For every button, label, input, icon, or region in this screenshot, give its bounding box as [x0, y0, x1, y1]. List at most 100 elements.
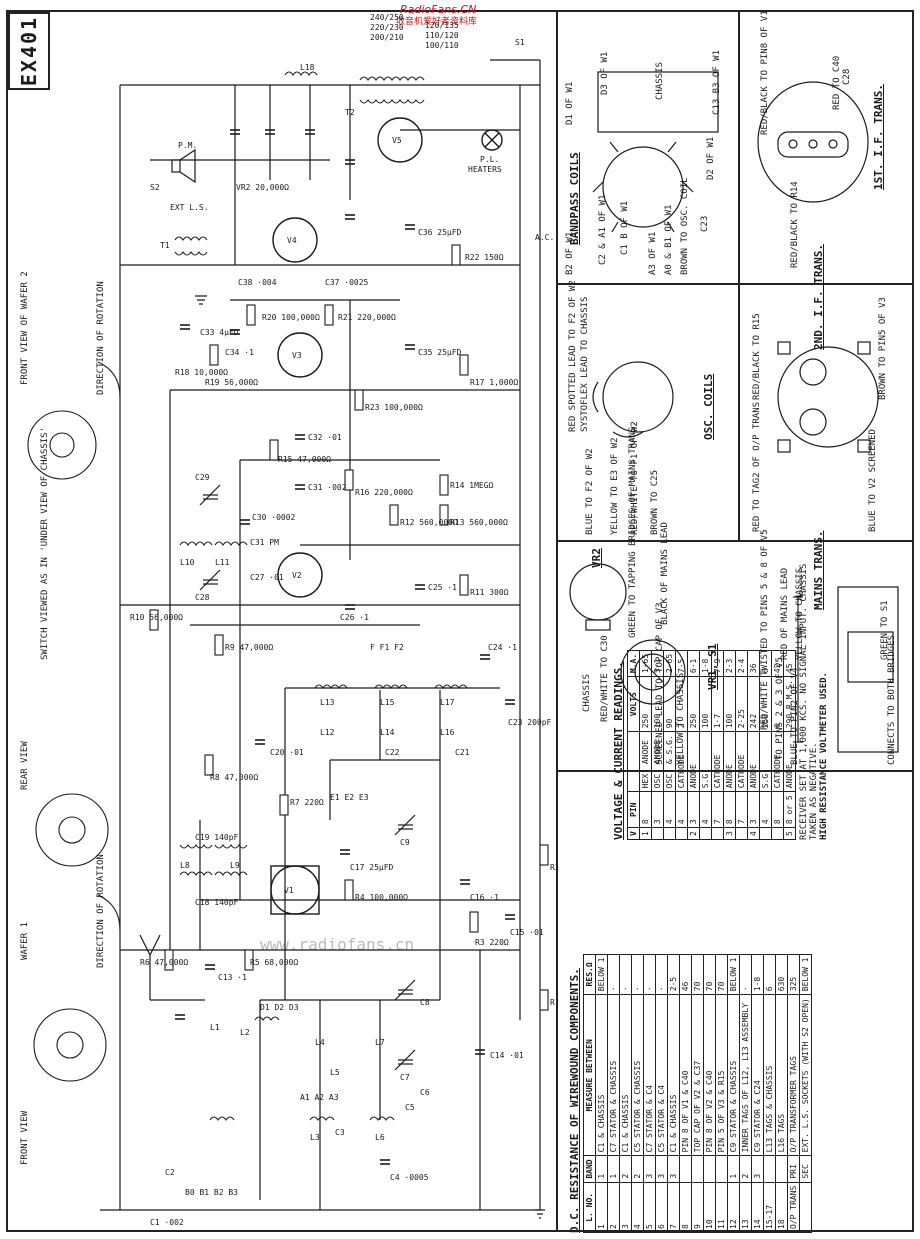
rt-header-res: RES.Ω — [583, 954, 596, 995]
vt-header-pin: PIN — [627, 791, 640, 828]
resistance-table-title: D.C. RESISTANCE OF WIREWOUND COMPONENTS. — [568, 968, 581, 1233]
label-vr2: VR2 20,000Ω — [236, 183, 289, 192]
label-tap1: 240/250 — [370, 13, 404, 22]
vr-note-1: CHASSIS — [582, 674, 592, 712]
label-c24: C24 ·1 — [488, 643, 517, 652]
panel-divider — [558, 540, 912, 542]
label-r11: R11 300Ω — [470, 588, 509, 597]
model-label-box: EX401 — [8, 12, 50, 90]
bp-note-2: D3 OF W1 — [600, 51, 610, 95]
label-l18: L18 — [300, 63, 315, 72]
label-c30: C30 ·0002 — [252, 513, 296, 522]
voltage-table-note-1: RECEIVER SET AT 1,000 KCS. NO SIGNAL INP… — [799, 563, 819, 840]
label-r8: R8 47,000Ω — [210, 773, 258, 782]
label-v3: V3 — [292, 351, 302, 360]
label-s1: S1 — [515, 38, 525, 47]
label-r10: R10 56,000Ω — [130, 613, 183, 622]
label-ac-mains: A.C. MAINS — [535, 233, 556, 242]
label-b-switch: B0 B1 B2 B3 — [185, 1188, 238, 1197]
label-c15: C15 ·01 — [510, 928, 544, 937]
panel-divider — [558, 283, 912, 285]
label-c16: C16 ·1 — [470, 893, 499, 902]
label-c1: C1 ·002 — [150, 1218, 184, 1227]
label-c22: C22 — [385, 748, 400, 757]
if1-note-4: RED/BLACK TO R14 — [790, 181, 800, 268]
label-r6: R6 47,000Ω — [140, 958, 188, 967]
panel-divider — [556, 12, 558, 1230]
if2-note-3: BLUE TO V2 SCREENED — [868, 429, 878, 532]
bp-note-7: C2 & A1 OF W1 — [598, 194, 608, 265]
watermark-mid: www.radiofans.cn — [260, 935, 415, 954]
bp-note-3: CHASSIS — [655, 62, 665, 100]
label-r7: R7 220Ω — [290, 798, 324, 807]
bp-note-9: A3 OF W1 — [648, 231, 658, 275]
valve-v2 — [277, 552, 323, 598]
label-c4: C4 ·0005 — [390, 1173, 429, 1182]
label-l1: L1 — [210, 1023, 220, 1032]
vt-header-v: V — [627, 827, 640, 840]
label-r18: R18 10,000Ω — [175, 368, 228, 377]
label-c2: C2 — [165, 1168, 175, 1177]
label-r1: R1 1MEGΩ — [550, 998, 556, 1007]
label-c33: C33 4μFD — [200, 328, 239, 337]
wafer1-view — [33, 1008, 107, 1082]
watermark-top-sub: 收音机爱好者资料库 — [396, 17, 478, 27]
if2-note-4: BROWN TO PIN5 OF V3 — [878, 297, 888, 400]
label-c13: C13 ·1 — [218, 973, 247, 982]
label-r14: R14 1MEGΩ — [450, 481, 494, 490]
osc-note-1: RED SPOTTED LEAD TO F2 OF W2 — [568, 280, 578, 432]
if1-note-3: C28 — [842, 68, 852, 85]
label-r16: R16 220,000Ω — [355, 488, 413, 497]
label-v5: V5 — [392, 136, 402, 145]
label-l6: L6 — [375, 1133, 385, 1142]
label-l11: L11 — [215, 558, 230, 567]
first-if-title: 1ST. I.F. TRANS. — [872, 84, 885, 190]
label-c21: C21 — [455, 748, 470, 757]
rear-view-caption: REAR VIEW — [20, 741, 30, 790]
osc-note-2: SYSTOFLEX LEAD TO CHASSIS — [580, 296, 590, 432]
direction-caption-top: DIRECTION OF ROTATION — [96, 281, 106, 395]
label-c37: C37 ·0025 — [325, 278, 369, 287]
label-pl: P.L. — [480, 155, 499, 164]
label-c17: C17 25μFD — [350, 863, 394, 872]
bp-note-6: C13 B3 OF W1 — [712, 49, 722, 115]
label-c26: C26 ·1 — [340, 613, 369, 622]
vt-header-desc — [627, 731, 640, 792]
label-c19: C19 140pF — [195, 833, 239, 842]
label-heaters: HEATERS — [468, 165, 502, 174]
label-r19: R19 56,000Ω — [205, 378, 258, 387]
label-r12: R12 560,000Ω — [400, 518, 458, 527]
switch-note-caption: SWITCH VIEWED AS IN 'UNDER VIEW OF CHASS… — [40, 427, 50, 660]
label-tap4: 120/135 — [425, 21, 459, 30]
label-c38: C38 ·004 — [238, 278, 277, 287]
label-c8: C8 — [420, 998, 430, 1007]
direction-caption-bottom: DIRECTION OF ROTATION — [96, 854, 106, 968]
label-s2: S2 — [150, 183, 160, 192]
valve-v4 — [272, 217, 318, 263]
label-c35: C35 25μFD — [418, 348, 462, 357]
label-r9: R9 47,000Ω — [225, 643, 273, 652]
label-c9: C9 — [400, 838, 410, 847]
valve-v5 — [377, 117, 423, 163]
bp-note-5: B2 OF W1 — [565, 231, 575, 275]
label-l7: L7 — [375, 1038, 385, 1047]
label-l16: L16 — [440, 728, 455, 737]
bp-note-10: A0 & B1 OF W1 — [664, 204, 674, 275]
label-l13: L13 — [320, 698, 335, 707]
label-l14: L14 — [380, 728, 395, 737]
label-t2: T2 — [345, 108, 355, 117]
